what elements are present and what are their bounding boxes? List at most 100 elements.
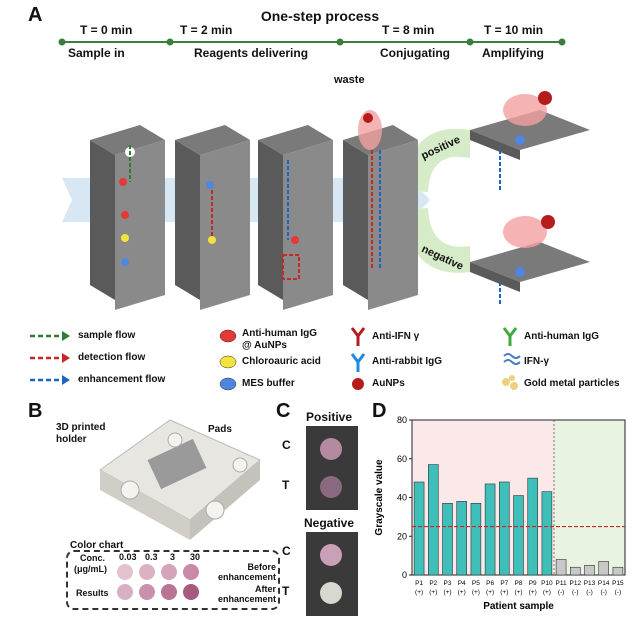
timeline-dot [166,38,174,46]
negative-image [306,532,358,616]
enhancement-flow-label: enhancement flow [78,374,166,385]
step-label-4: Amplifying [482,46,544,60]
panel-b-letter: B [28,400,43,422]
y-tick-label: 20 [397,531,407,541]
reagent-label-3: MES buffer [242,378,295,389]
bar [442,503,453,576]
x-tick-label: P1 [415,580,423,587]
status-label: (-) [558,589,565,596]
bar [570,566,581,576]
bar [428,464,439,576]
antibody-green-icon [502,327,518,346]
stack-3 [258,125,333,310]
step-label-1: Sample in [68,46,125,60]
negative-t-label: T [282,584,290,598]
x-tick-label: P8 [515,580,523,587]
blue-dot-icon [219,377,237,391]
aunp-dot-icon [352,378,364,390]
positive-title: Positive [306,410,353,424]
panel-c-letter: C [276,400,291,422]
reagent-label-2: Chloroauric acid [242,356,321,367]
y-tick-label: 40 [397,493,407,503]
bar [484,483,496,576]
red-dot-icon [219,329,237,343]
conc-3: 3 [170,552,176,562]
status-label: (-) [600,589,607,596]
stack-4 [343,110,418,310]
bar [584,565,595,576]
amplify-negative [470,215,590,305]
after-label: After enhancement [218,584,277,604]
bar [456,501,467,576]
status-label: (+) [486,589,494,596]
yellow-dot-icon [219,355,237,369]
stack-2 [175,125,250,310]
status-label: (+) [529,589,537,596]
bar [499,481,510,576]
results-label: Results [76,588,109,598]
timeline-dot [58,38,66,46]
status-label: (-) [572,589,579,596]
reagent-label-1b: @ AuNPs [242,340,287,351]
color-chart-box [66,550,280,610]
panel-a-letter: A [28,4,43,26]
x-tick-label: P9 [529,580,537,587]
status-label: (+) [415,589,423,596]
x-tick-label: P7 [500,580,508,587]
y-tick-label: 0 [402,570,407,580]
gold-particles-icon [502,375,518,390]
bar [598,561,609,576]
antibody-label-2: Anti-human IgG [524,331,599,342]
positive-image [306,426,358,510]
panel-d-letter: D [372,400,387,422]
reagent-label-1: Anti-human IgG [242,328,317,339]
ifn-protein-icon [503,353,521,365]
y-tick-label: 80 [397,415,407,425]
antibody-blue-icon [350,353,366,372]
antibody-label-1: Anti-IFN γ [372,331,420,342]
bar [513,495,524,576]
timeline-dot [466,38,474,46]
panel-a-figure [30,38,590,391]
step-time-3: T = 8 min [382,23,435,37]
status-label: (+) [443,589,451,596]
y-tick-label: 60 [397,454,407,464]
antibody-label-6: Gold metal particles [524,378,620,389]
stack-1 [90,125,165,310]
holder-figure [99,419,261,540]
x-tick-label: P4 [458,580,466,587]
status-label: (+) [514,589,522,596]
bar [541,491,553,576]
holder-label: 3D printed holder [56,422,106,445]
x-tick-label: P13 [584,580,596,587]
detection-flow-label: detection flow [78,352,146,363]
status-label: (+) [472,589,480,596]
status-label: (+) [543,589,551,596]
bar [555,559,567,576]
bar [413,481,425,576]
conc-4: 30 [190,552,201,562]
color-swatches [117,564,199,600]
negative-region [554,420,625,575]
grayscale-chart: 020406080P1(+)P2(+)P3(+)P4(+)P5(+)P6(+)P… [374,415,626,612]
negative-c-label: C [282,544,291,558]
conc-1: 0.03 [119,552,137,562]
pads-label: Pads [208,424,232,435]
status-label: (-) [615,589,622,596]
x-tick-label: P2 [429,580,437,587]
antibody-red-icon [350,327,366,346]
antibody-label-5: AuNPs [372,378,405,389]
x-tick-label: P6 [486,580,494,587]
positive-t-label: T [282,478,290,492]
status-label: (+) [500,589,508,596]
step-time-4: T = 10 min [484,23,544,37]
antibody-label-4: IFN-γ [524,356,549,367]
waste-label: waste [334,74,365,86]
before-label: Before enhancement [218,562,277,582]
positive-c-label: C [282,438,291,452]
color-chart-label: Color chart [70,540,124,551]
x-tick-label: P12 [570,580,582,587]
x-tick-label: P15 [612,580,624,587]
x-tick-label: P11 [556,580,567,587]
x-tick-label: P3 [444,580,452,587]
